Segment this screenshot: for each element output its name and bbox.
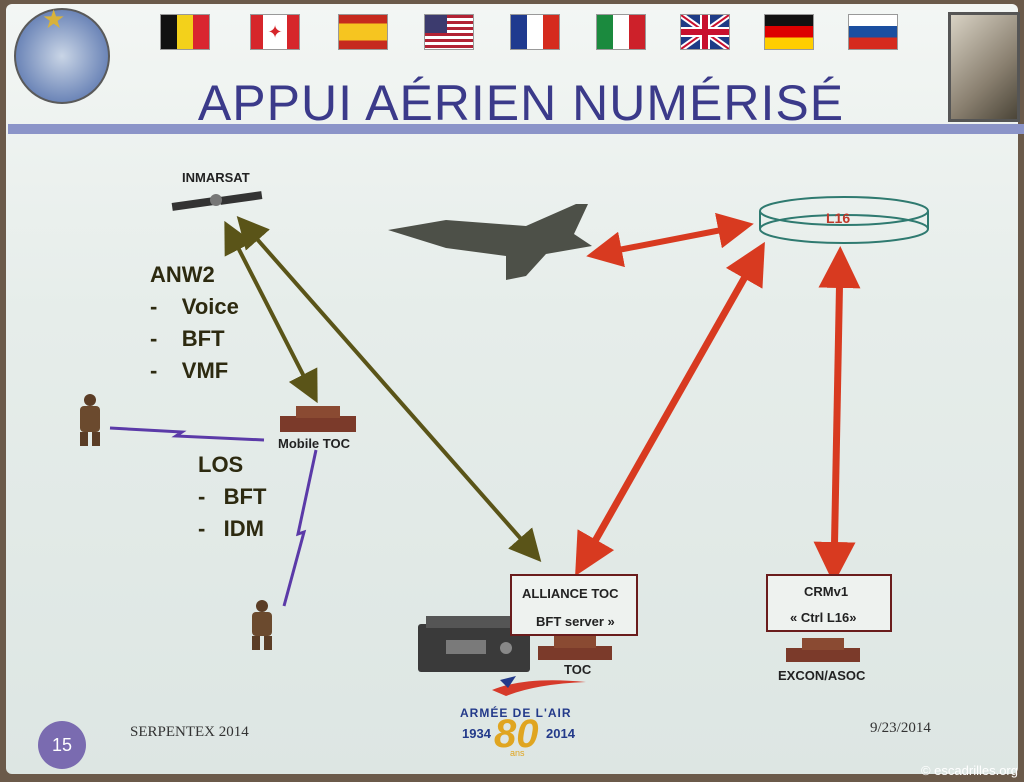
slide-date: 9/23/2014 [870, 720, 931, 736]
arrow-inmarsat-alliancetoc [236, 215, 542, 563]
toc-label: TOC [564, 662, 592, 677]
los-link-soldier1 [109, 426, 265, 442]
page-title: APPUI AÉRIEN NUMÉRISÉ [197, 75, 845, 131]
squadron-logo [14, 8, 110, 104]
soldier-icon [252, 600, 272, 650]
alliance-toc-subtitle: BFT server » [536, 614, 615, 629]
flag-spain [338, 14, 388, 50]
slide: ★ ✦ APPUI AÉRIEN NUMÉRISÉ [6, 4, 1024, 774]
toc-building-icon [538, 636, 612, 660]
los-item: - IDM [198, 516, 264, 541]
inmarsat-label: INMARSAT [182, 170, 250, 185]
diagram-canvas [80, 191, 929, 696]
los-link-soldier2 [282, 449, 318, 607]
fighter-jet-icon [388, 204, 592, 280]
arrow-jet-l16 [586, 212, 754, 268]
mobile-toc-label: Mobile TOC [278, 436, 350, 451]
crmv1-subtitle: « Ctrl L16» [790, 610, 857, 625]
flag-uk [680, 14, 730, 50]
star-icon: ★ [42, 4, 66, 34]
page-number-badge: 15 [38, 721, 86, 769]
emblem-image [948, 12, 1020, 122]
air-force-logo-icon [492, 680, 586, 696]
arrow-alliancetoc-l16 [575, 241, 765, 577]
title-underline [8, 124, 1024, 134]
logo-number: 80 [494, 712, 539, 756]
alliance-toc-title: ALLIANCE TOC [522, 586, 619, 601]
mobile-toc-icon [280, 406, 356, 432]
los-item: - BFT [198, 484, 267, 509]
logo-year-end: 2014 [546, 726, 575, 741]
crmv1-title: CRMv1 [804, 584, 849, 599]
excon-label: EXCON/ASOC [778, 668, 866, 683]
anw2-heading: ANW2 [150, 262, 215, 287]
los-heading: LOS [198, 452, 244, 477]
anw2-item: - Voice [150, 294, 239, 319]
flag-germany [764, 14, 814, 50]
alliance-toc-box: ALLIANCE TOC BFT server » [510, 574, 638, 636]
satellite-icon [171, 191, 263, 211]
arrow-crmv1-l16 [813, 246, 861, 584]
l16-ring-icon [759, 196, 929, 244]
l16-label: L16 [826, 210, 851, 226]
event-name: SERPENTEX 2014 [130, 724, 249, 740]
anw2-item: - BFT [150, 326, 225, 351]
logo-suffix: ans [510, 748, 525, 758]
flag-canada: ✦ [250, 14, 300, 50]
flag-belgium [160, 14, 210, 50]
soldier-icon [80, 394, 100, 446]
flag-slovenia [848, 14, 898, 50]
air-force-logo-text: ARMÉE DE L'AIR [460, 706, 572, 720]
anw2-item: - VMF [150, 358, 229, 383]
excon-building-icon [786, 638, 860, 662]
radio-equipment-icon [418, 616, 530, 672]
logo-year-start: 1934 [462, 726, 491, 741]
flag-italy [596, 14, 646, 50]
watermark: © escadrilles.org [920, 763, 1018, 778]
crmv1-box: CRMv1 « Ctrl L16» [766, 574, 892, 632]
flag-usa [424, 14, 474, 50]
flag-france [510, 14, 560, 50]
